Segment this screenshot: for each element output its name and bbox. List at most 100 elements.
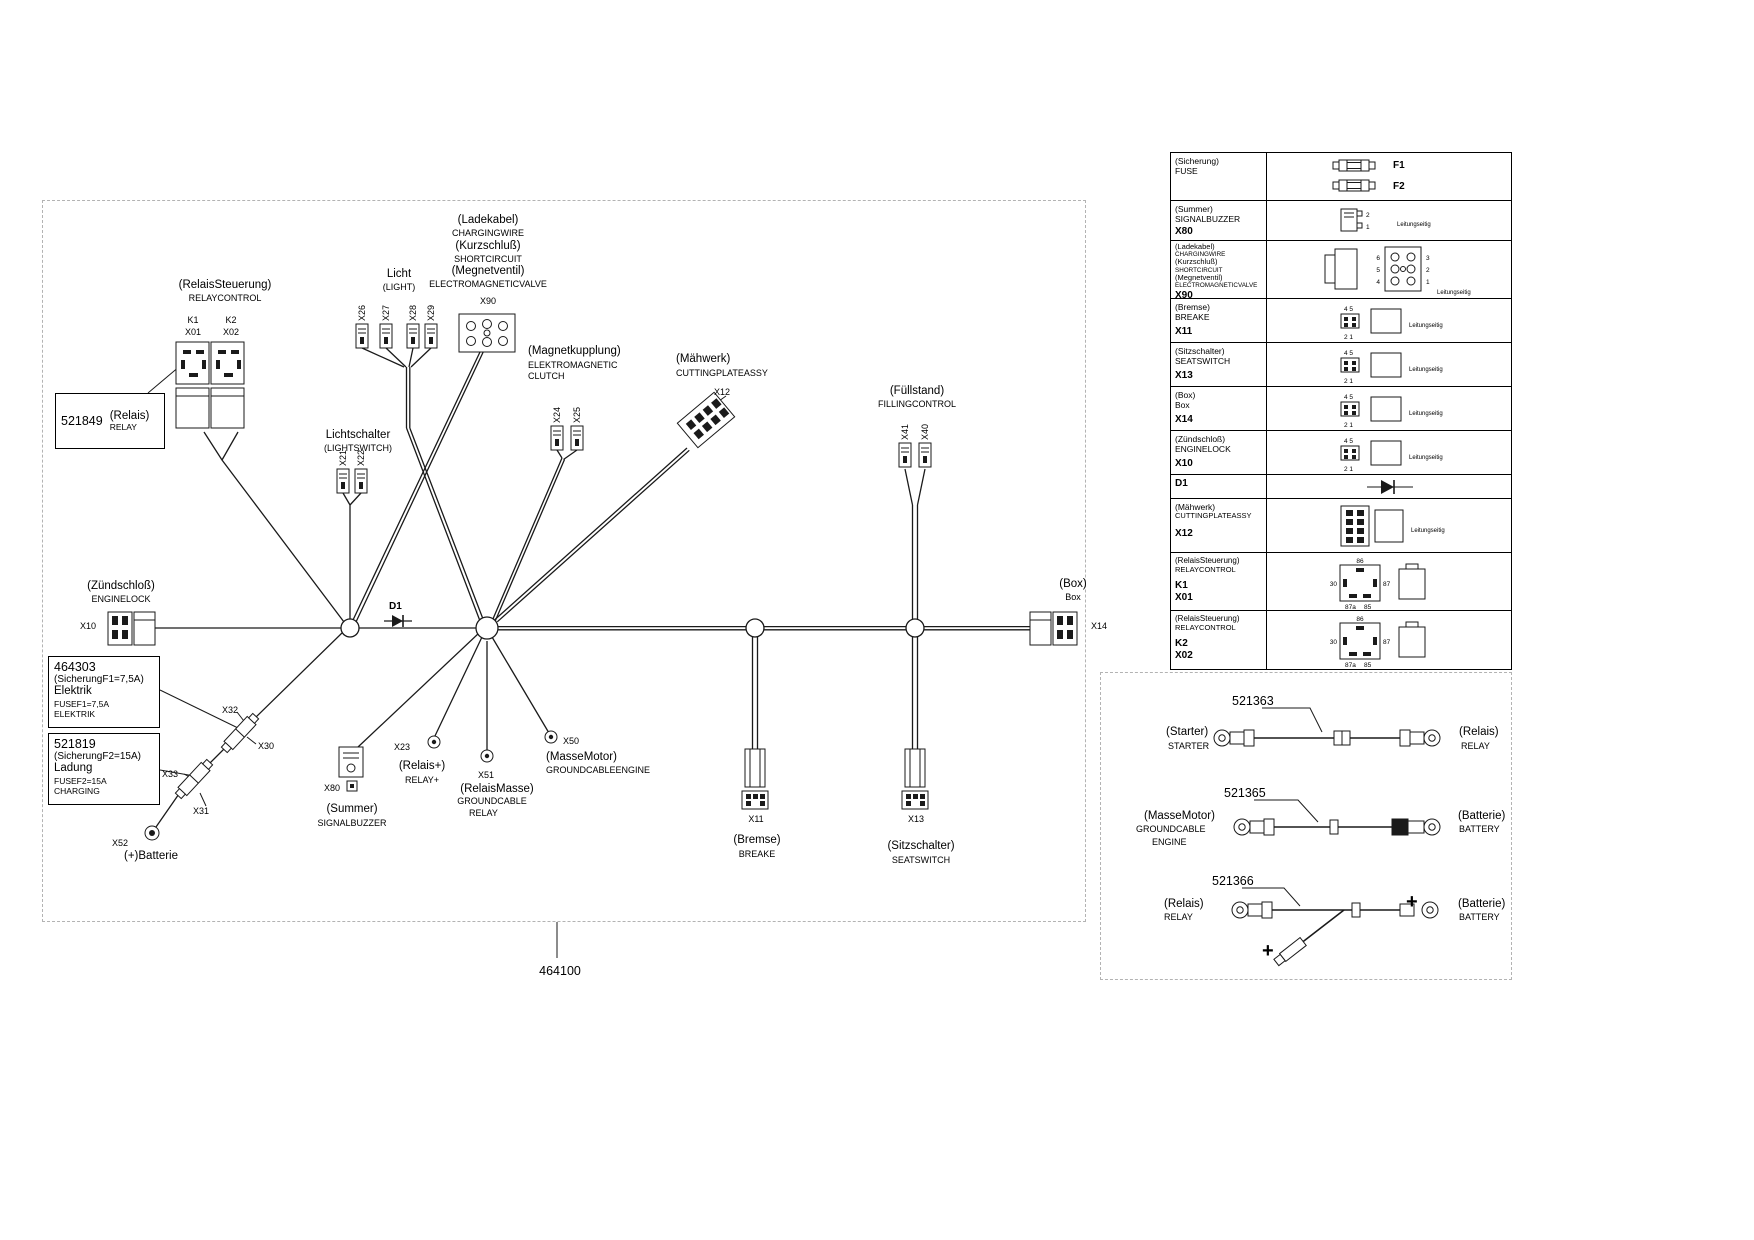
legend-charging-x: X90 xyxy=(1175,290,1193,302)
fuse-f2-icon xyxy=(174,758,214,800)
cable2-left-en2: ENGINE xyxy=(1152,837,1187,847)
legend-box-en: Box xyxy=(1175,400,1190,411)
fuse1-label-en2: ELEKTRIK xyxy=(54,709,96,719)
fuse2-label-en: FUSEF2=15A xyxy=(54,776,107,786)
svg-text:4 5: 4 5 xyxy=(1344,394,1353,401)
cable2-right-en: BATTERY xyxy=(1459,824,1500,834)
connector-x22-icon xyxy=(354,468,368,494)
svg-text:2 1: 2 1 xyxy=(1344,422,1353,429)
svg-text:5: 5 xyxy=(1376,267,1380,274)
legend-cutting-en: CUTTINGPLATEASSY xyxy=(1175,511,1252,521)
legend-x10-icon: 4 5 2 1 Leitungseitig xyxy=(1340,438,1443,473)
connector-x41-icon xyxy=(898,442,912,468)
svg-text:2: 2 xyxy=(1426,267,1430,274)
legend-row-relay-k1: (RelaisSteuerung) RELAYCONTROL K1 X01 86 xyxy=(1171,553,1511,611)
relay-plus-label-en: RELAY+ xyxy=(404,775,440,785)
connector-x10-icon xyxy=(107,611,156,646)
cable2-part-number: 521365 xyxy=(1224,786,1266,800)
legend-k1-x: X01 xyxy=(1175,591,1193,603)
legend-row-charging: (Ladekabel) CHARGINGWIRE (Kurzschluß) SH… xyxy=(1171,241,1511,302)
cable2-right-de: (Batterie) xyxy=(1458,810,1506,822)
svg-text:1: 1 xyxy=(1426,279,1430,286)
svg-text:87a: 87a xyxy=(1345,662,1356,668)
fuse1-label-de2: Elektrik xyxy=(54,685,92,697)
legend-note: Leitungseitig xyxy=(1409,411,1443,417)
battery-label: (+)Batterie xyxy=(124,850,179,862)
lightswitch-label-de: Lichtschalter xyxy=(325,429,391,441)
fuse2-label-en2: CHARGING xyxy=(54,786,100,796)
relay-ground-label-2: GROUNDCABLE xyxy=(457,796,527,806)
legend-x12-icon: Leitungseitig xyxy=(1340,505,1445,547)
relay-k1-label: K1 xyxy=(187,315,199,325)
legend-note: Leitungseitig xyxy=(1409,367,1443,373)
enginelock-label-en: ENGINELOCK xyxy=(91,594,151,604)
connector-x10-label: X10 xyxy=(80,621,97,631)
legend-seat-de: (Sitzschalter) xyxy=(1175,346,1225,356)
legend-k1-de: (RelaisSteuerung) xyxy=(1175,556,1240,565)
cable1-left-de: (Starter) xyxy=(1166,726,1209,738)
box-label-en: Box xyxy=(1065,592,1081,602)
legend-enginelock-de: (Zündschloß) xyxy=(1175,434,1226,444)
legend-row-buzzer: (Summer) SIGNALBUZZER X80 2 1 Leitungsei… xyxy=(1171,201,1511,241)
connector-x33-label: X33 xyxy=(162,769,179,779)
connector-x52-label: X52 xyxy=(112,838,129,848)
clutch-label-3: CLUTCH xyxy=(528,371,565,381)
legend-box-de: (Box) xyxy=(1175,390,1196,400)
svg-text:6: 6 xyxy=(1376,255,1380,262)
relay-part-box: 521849 (Relais) RELAY xyxy=(55,393,165,449)
connector-x40-icon xyxy=(918,442,932,468)
legend-row-cutting: (Mähwerk) CUTTINGPLATEASSY X12 xyxy=(1171,499,1511,553)
legend-brake-de: (Bremse) xyxy=(1175,302,1210,312)
legend-row-brake: (Bremse) BREAKE X11 4 5 2 1 Leitungseiti… xyxy=(1171,299,1511,343)
legend-fuse-de: (Sicherung) xyxy=(1175,156,1219,166)
svg-text:3: 3 xyxy=(1426,255,1430,262)
legend-note: Leitungseitig xyxy=(1397,222,1431,228)
cable2-left-de: (MasseMotor) xyxy=(1144,810,1215,822)
cutting-label-de: (Mähwerk) xyxy=(676,353,731,365)
svg-text:87a: 87a xyxy=(1345,604,1356,610)
legend-x14-icon: 4 5 2 1 Leitungseitig xyxy=(1340,394,1443,429)
cable1-part-number: 521363 xyxy=(1232,694,1274,708)
connector-x29-icon xyxy=(424,323,438,349)
legend-box-x: X14 xyxy=(1175,414,1193,426)
diode-d1-symbol xyxy=(384,615,412,627)
legend-buzzer-de: (Summer) xyxy=(1175,204,1213,214)
fuse1-label-de: (SicherungF1=7,5A) xyxy=(54,674,144,685)
legend-buzzer-x: X80 xyxy=(1175,226,1193,238)
legend-cutting-x: X12 xyxy=(1175,528,1193,540)
connector-x14-label: X14 xyxy=(1091,621,1108,631)
legend-cutting-de: (Mähwerk) xyxy=(1175,502,1216,512)
connector-x28-icon xyxy=(406,323,420,349)
connector-x41-label: X41 xyxy=(900,423,910,440)
legend-seat-x: X13 xyxy=(1175,370,1193,382)
lightswitch-label-en: (LIGHTSWITCH) xyxy=(324,443,392,453)
svg-text:1: 1 xyxy=(1366,224,1370,231)
connector-x14-icon xyxy=(1029,611,1078,646)
svg-text:4 5: 4 5 xyxy=(1344,438,1353,445)
clutch-label-2: ELEKTROMAGNETIC xyxy=(528,360,618,370)
legend-k1-en: RELAYCONTROL xyxy=(1175,564,1236,574)
legend-charging-4: SHORTCIRCUIT xyxy=(1175,266,1223,274)
fuse2-part-number: 521819 xyxy=(54,737,96,751)
legend-buzzer-en: SIGNALBUZZER xyxy=(1175,214,1241,225)
fuse1-part-box: 464303 (SicherungF1=7,5A) Elektrik FUSEF… xyxy=(48,656,160,728)
svg-text:85: 85 xyxy=(1364,662,1372,668)
svg-text:86: 86 xyxy=(1356,558,1364,565)
svg-text:2: 2 xyxy=(1366,212,1370,219)
main-harness-frame xyxy=(42,200,1086,922)
svg-text:2 1: 2 1 xyxy=(1344,378,1353,385)
terminal-x52-icon xyxy=(144,825,160,841)
cable3-plus-branch: + xyxy=(1262,940,1274,962)
relay-k2-label: K2 xyxy=(225,315,237,325)
cable-521365-art xyxy=(1233,818,1441,836)
fuse2-label-de: (SicherungF2=15A) xyxy=(54,751,141,762)
charging-label-2: CHARGINGWIRE xyxy=(452,228,524,238)
cable1-right-de: (Relais) xyxy=(1459,726,1499,738)
light-label-de: Licht xyxy=(386,268,412,280)
legend-fuse-icon: F1 F2 xyxy=(1332,159,1405,192)
fuse1-label-en: FUSEF1=7,5A xyxy=(54,699,110,709)
cable3-left-en: RELAY xyxy=(1164,912,1193,922)
connector-x24-icon xyxy=(550,425,564,451)
terminal-x50-icon xyxy=(544,730,558,744)
